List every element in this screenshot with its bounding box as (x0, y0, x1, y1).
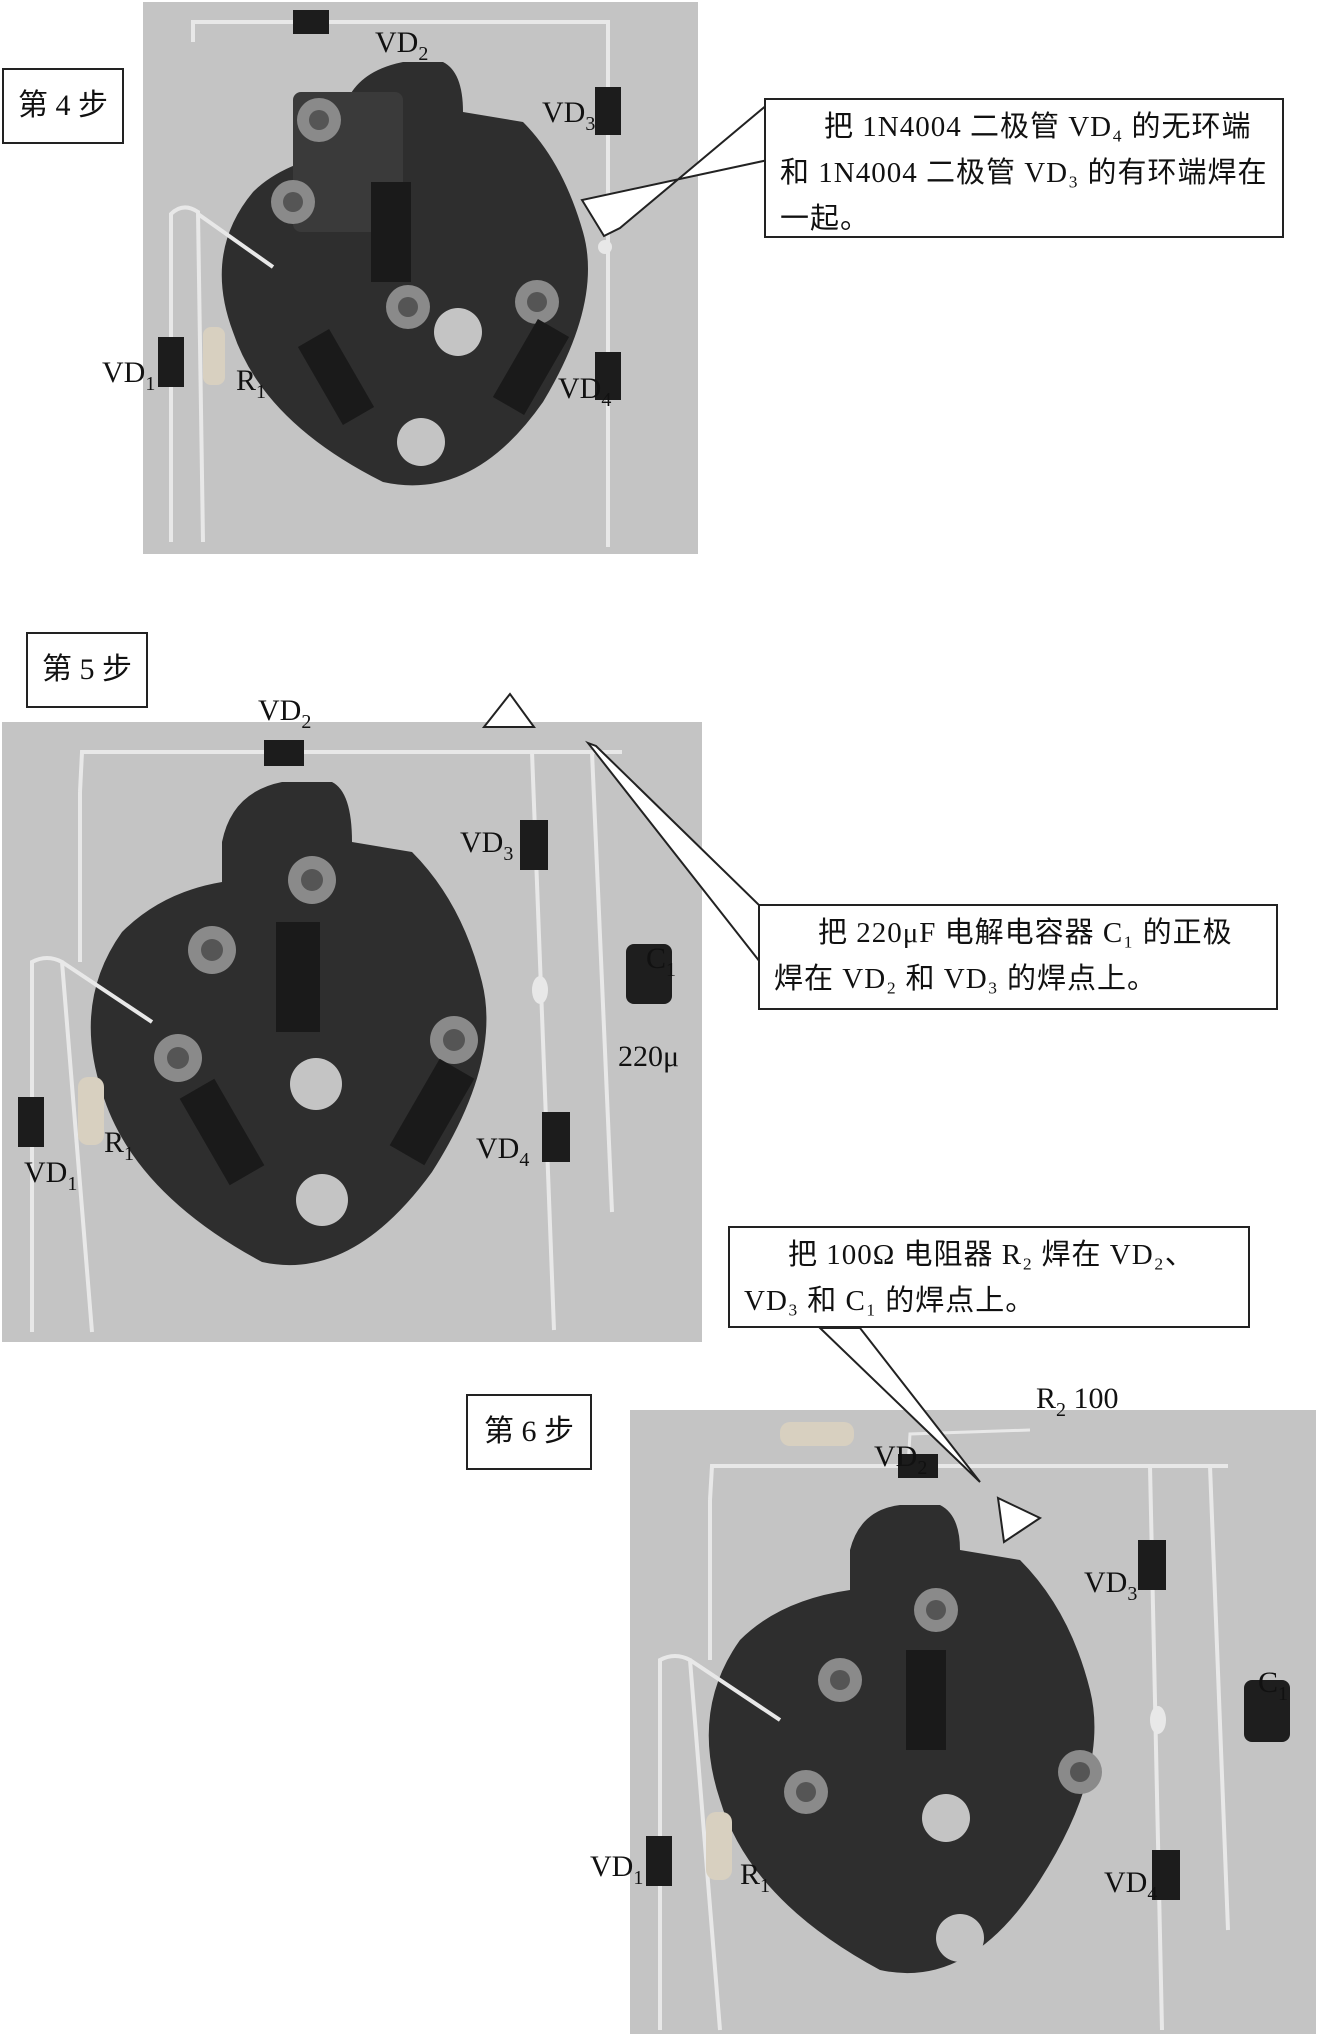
step-6-title: 第 6 步 (466, 1394, 592, 1470)
step-5-callout: 把 220μF 电解电容器 C₁ 的正极焊在 VD₂ 和 VD₃ 的焊点上。 (758, 904, 1278, 1010)
step-4-title: 第 4 步 (2, 68, 124, 144)
step-4-callout: 把 1N4004 二极管 VD₄ 的无环端和 1N4004 二极管 VD₃ 的有… (764, 98, 1284, 238)
step-6-photo-drawing (646, 1422, 1290, 2031)
step-4-photo-drawing (158, 10, 621, 547)
step-5-title: 第 5 步 (26, 632, 148, 708)
step-4-photo (143, 2, 698, 554)
step-6-callout: 把 100Ω 电阻器 R₂ 焊在 VD₂、VD₃ 和 C₁ 的焊点上。 (728, 1226, 1250, 1328)
step-5-photo (2, 722, 702, 1342)
step-6-photo (630, 1410, 1316, 2034)
step-5-photo-drawing (18, 740, 672, 1333)
